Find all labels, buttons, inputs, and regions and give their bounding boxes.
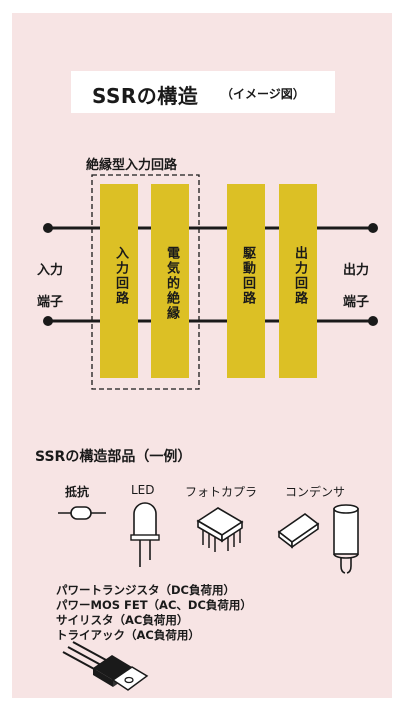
photocoupler-label: フォトカプラ: [185, 485, 258, 499]
title-box: [71, 71, 335, 113]
block-output-circuit: [279, 184, 317, 378]
resistor-label: 抵抗: [65, 485, 90, 499]
terminal-dot: [368, 223, 378, 233]
page-title: SSRの構造: [92, 84, 199, 108]
isolation-group-label: 絶縁型入力回路: [86, 158, 178, 173]
output-terminal-label-2: 端子: [343, 295, 370, 310]
parts-heading: SSRの構造部品（一例）: [35, 449, 192, 465]
power-transistor-icon: [62, 641, 149, 691]
block-label-drive-circuit: 駆動回路: [240, 246, 255, 306]
output-terminal-label-1: 出力: [343, 263, 370, 278]
terminal-dot: [43, 223, 53, 233]
terminal-dot: [368, 316, 378, 326]
led-icon: [130, 502, 160, 567]
block-label-input-circuit: 入力回路: [113, 246, 128, 306]
chip-component-icon: [277, 513, 320, 549]
block-label-isolation: 電気的絶縁: [164, 246, 179, 321]
input-terminal-label-2: 端子: [37, 295, 64, 310]
transistor-item-2: パワーMOS FET（AC、DC負荷用）: [56, 598, 252, 612]
photocoupler-icon: [196, 507, 244, 552]
resistor-icon: [58, 506, 106, 520]
capacitor-icon: [333, 504, 359, 574]
transistor-item-3: サイリスタ（AC負荷用）: [56, 613, 189, 627]
block-input-circuit: [100, 184, 138, 378]
block-drive-circuit: [227, 184, 265, 378]
block-isolation: [151, 184, 189, 378]
transistor-item-1: パワートランジスタ（DC負荷用）: [56, 583, 235, 597]
input-terminal-label-1: 入力: [37, 263, 64, 278]
led-label: LED: [131, 483, 155, 497]
transistor-item-4: トライアック（AC負荷用）: [56, 628, 200, 642]
terminal-dot: [43, 316, 53, 326]
background-panel: [12, 13, 392, 698]
page-subtitle: （イメージ図）: [221, 87, 305, 101]
capacitor-label: コンデンサ: [285, 485, 346, 499]
block-label-output-circuit: 出力回路: [292, 246, 307, 306]
